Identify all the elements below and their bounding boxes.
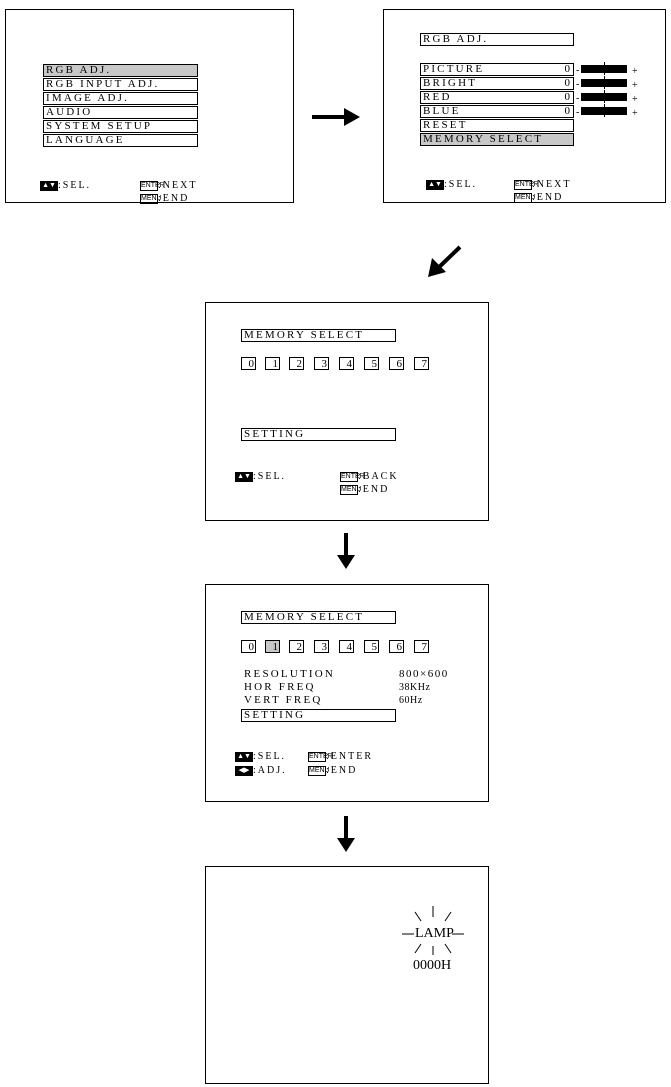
updown-key-icon: ▲▼	[235, 752, 253, 762]
setting-item[interactable]: SETTING	[241, 428, 396, 441]
memory-slot-4[interactable]: 4	[339, 357, 354, 370]
menu-item-system-setup[interactable]: SYSTEM SETUP	[43, 120, 198, 133]
arrow-down-left-icon	[428, 245, 462, 277]
updown-key-icon: ▲▼	[426, 180, 444, 190]
slider-plus: +	[632, 94, 638, 105]
adj-item-value: 0	[564, 63, 571, 75]
updown-key-icon: ▲▼	[235, 472, 253, 482]
enter-key-icon: ENTER	[140, 181, 165, 191]
lamp-label: LAMP	[415, 926, 454, 941]
memory-select-title: MEMORY SELECT	[241, 611, 396, 624]
leftright-key-icon: ◀▶	[235, 766, 253, 776]
slider-minus: -	[576, 79, 580, 90]
slider-minus: -	[576, 65, 580, 76]
screen-rgb-adj: RGB ADJ. PICTURE 0 BRIGHT 0 RED 0 BLUE 0 RES…	[383, 9, 666, 203]
adj-item-red[interactable]: RED 0	[420, 91, 574, 104]
lamp-flash-icon	[402, 906, 464, 955]
adj-label: :ADJ.	[253, 765, 287, 776]
memory-select-title: MEMORY SELECT	[241, 329, 396, 342]
menu-item-rgb-input-adj[interactable]: RGB INPUT ADJ.	[43, 78, 198, 91]
end-label: :END	[358, 484, 390, 495]
slider-center-mark	[604, 62, 605, 75]
adj-item-label: BLUE	[423, 105, 461, 117]
memory-slot-0[interactable]: 0	[241, 640, 256, 653]
adj-item-picture[interactable]: PICTURE 0	[420, 63, 574, 76]
adj-item-blue[interactable]: BLUE 0	[420, 105, 574, 118]
end-label: :END	[326, 765, 358, 776]
menu-item-image-adj[interactable]: IMAGE ADJ.	[43, 92, 198, 105]
menu-item-rgb-adj[interactable]: RGB ADJ.	[43, 64, 198, 77]
screen-memory-detail: MEMORY SELECT 0 1 2 3 4 5 6 7 RESOLUTION…	[205, 584, 489, 802]
memory-slot-2[interactable]: 2	[289, 640, 304, 653]
memory-slot-2[interactable]: 2	[289, 357, 304, 370]
adj-item-label: RED	[423, 91, 452, 103]
resolution-label: RESOLUTION	[244, 668, 336, 680]
hor-freq-value: 38KHz	[399, 682, 431, 693]
vert-freq-value: 60Hz	[399, 695, 423, 706]
adj-item-bright[interactable]: BRIGHT 0	[420, 77, 574, 90]
arrow-down-icon	[337, 816, 355, 852]
next-label: :NEXT	[158, 180, 198, 191]
memory-slot-6[interactable]: 6	[389, 357, 404, 370]
enter-key-icon: ENTER	[340, 472, 365, 482]
memory-slot-0[interactable]: 0	[241, 357, 256, 370]
adj-item-label: PICTURE	[423, 63, 485, 75]
adj-item-value: 0	[564, 77, 571, 89]
slider-plus: +	[632, 66, 638, 77]
memory-slot-7[interactable]: 7	[414, 640, 429, 653]
screen-lamp: LAMP 0000H	[205, 866, 489, 1084]
sel-label: :SEL.	[444, 179, 478, 190]
rgb-adj-title: RGB ADJ.	[420, 33, 574, 46]
enter-key-icon: ENTER	[514, 180, 539, 190]
arrow-down-icon	[337, 533, 355, 569]
screen-memory-select: MEMORY SELECT 0 1 2 3 4 5 6 7 SETTING ▲▼…	[205, 302, 489, 521]
menu-item-audio[interactable]: AUDIO	[43, 106, 198, 119]
hor-freq-label: HOR FREQ	[244, 681, 316, 693]
memory-slot-3[interactable]: 3	[314, 357, 329, 370]
end-label: :END	[532, 192, 564, 203]
menu-key-icon: MENU	[514, 193, 536, 203]
enter-key-icon: ENTER	[308, 752, 333, 762]
slider-center-mark	[604, 76, 605, 89]
back-label: :BACK	[358, 471, 399, 482]
enter-label: :ENTER	[326, 751, 373, 762]
slider-plus: +	[632, 108, 638, 119]
sel-label: :SEL.	[253, 471, 287, 482]
memory-slot-7[interactable]: 7	[414, 357, 429, 370]
adj-item-value: 0	[564, 91, 571, 103]
slider-center-mark	[604, 104, 605, 117]
adj-item-memory-select[interactable]: MEMORY SELECT	[420, 133, 574, 146]
screen-main-menu: RGB ADJ. RGB INPUT ADJ. IMAGE ADJ. AUDIO…	[5, 9, 294, 204]
setting-item[interactable]: SETTING	[241, 709, 396, 722]
updown-key-icon: ▲▼	[40, 181, 58, 191]
next-label: :NEXT	[532, 179, 572, 190]
sel-label: :SEL.	[58, 180, 92, 191]
menu-key-icon: MENU	[140, 194, 162, 204]
memory-slot-3[interactable]: 3	[314, 640, 329, 653]
adj-item-value: 0	[564, 105, 571, 117]
slider-minus: -	[576, 93, 580, 104]
memory-slot-1[interactable]: 1	[265, 357, 280, 370]
menu-key-icon: MENU	[308, 766, 330, 776]
adj-item-label: BRIGHT	[423, 77, 478, 89]
lamp-hours: 0000H	[413, 958, 452, 973]
slider-center-mark	[604, 90, 605, 103]
slider-minus: -	[576, 107, 580, 118]
memory-slot-6[interactable]: 6	[389, 640, 404, 653]
memory-slot-5[interactable]: 5	[364, 357, 379, 370]
end-label: :END	[158, 193, 190, 204]
memory-slot-1[interactable]: 1	[265, 640, 280, 653]
menu-item-language[interactable]: LANGUAGE	[43, 134, 198, 147]
menu-key-icon: MENU	[340, 485, 362, 495]
memory-slot-4[interactable]: 4	[339, 640, 354, 653]
sel-label: :SEL.	[253, 751, 287, 762]
vert-freq-label: VERT FREQ	[244, 694, 323, 706]
resolution-value: 800×600	[399, 668, 449, 680]
arrow-right-icon	[312, 108, 360, 126]
slider-plus: +	[632, 80, 638, 91]
memory-slot-5[interactable]: 5	[364, 640, 379, 653]
adj-item-reset[interactable]: RESET	[420, 119, 574, 132]
